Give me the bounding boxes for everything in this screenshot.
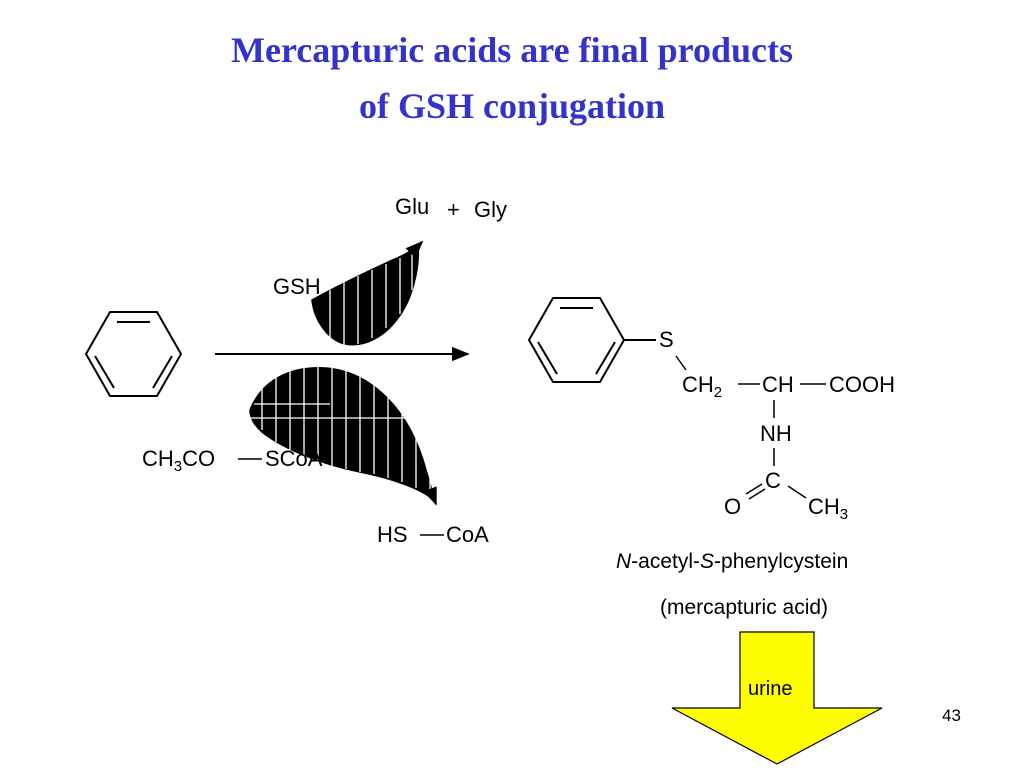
slide-title-line-1: Mercapturic acids are final products — [231, 30, 793, 70]
plus-sign: + — [447, 197, 460, 222]
gsh-label: GSH — [273, 274, 321, 299]
scoa-label: SCoA — [265, 446, 323, 471]
product-bonds — [675, 355, 826, 500]
hs-label: HS — [377, 522, 408, 547]
carbon-atom: C — [765, 468, 781, 493]
ch3-group: CH3 — [808, 494, 849, 523]
page-number: 43 — [942, 706, 961, 725]
acetyl-coa-label: CH3CO — [142, 446, 216, 475]
slide-title-line-2: of GSH conjugation — [358, 86, 666, 126]
glu-label: Glu — [395, 194, 430, 219]
gly-label: Gly — [474, 197, 507, 222]
benzene-product — [527, 297, 656, 383]
ch2-group: CH2 — [682, 372, 723, 401]
urine-arrow — [671, 631, 883, 765]
gsh-crescent — [311, 240, 424, 346]
nh-group: NH — [760, 421, 792, 446]
product-subtitle: (mercapturic acid) — [660, 596, 829, 619]
urine-label: urine — [748, 678, 793, 700]
cooh-group: COOH — [829, 372, 895, 397]
sulfur-atom: S — [659, 327, 674, 352]
oxygen-atom: O — [724, 494, 742, 519]
benzene-reactant — [84, 311, 183, 397]
coa-label: CoA — [446, 522, 489, 547]
ch-group: CH — [762, 372, 794, 397]
product-name: N-acetyl-S-phenylcystein — [616, 550, 849, 573]
acetyl-coa-crescent — [249, 367, 437, 506]
